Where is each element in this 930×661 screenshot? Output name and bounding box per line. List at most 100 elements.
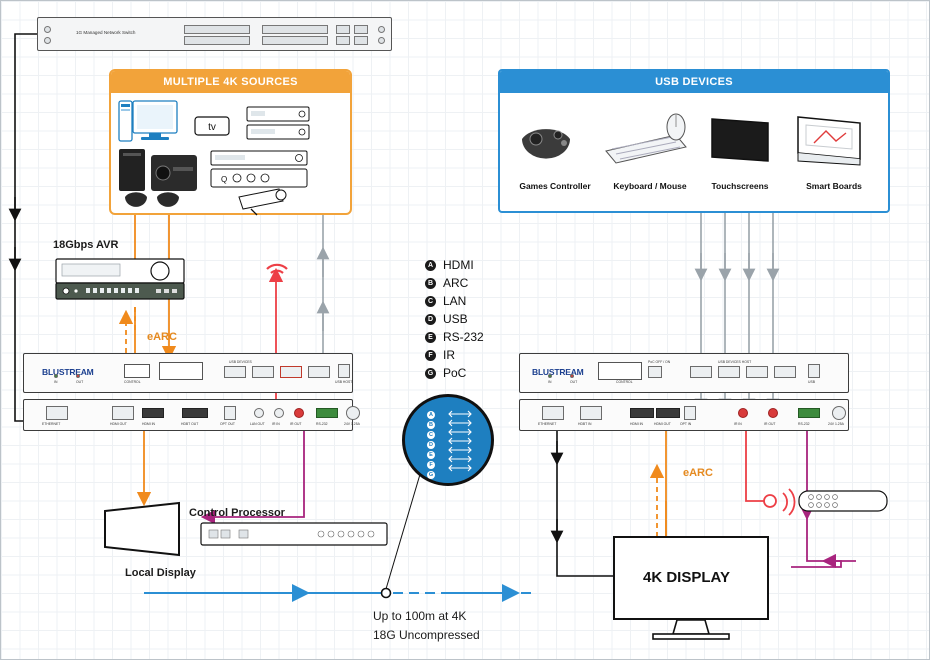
signal-hub: A B C D E F G	[402, 394, 494, 486]
legend-label-rs232: RS-232	[443, 330, 484, 344]
hub-key-d: D	[427, 440, 435, 449]
rx-led-out	[570, 374, 574, 378]
tx-unit-front[interactable]: BLUSTREAM IN OUT CONTROL USB DEVICES USB…	[23, 353, 353, 393]
rx-rear-irin-label: IR IN	[734, 422, 742, 426]
rx-rear-dc-label: 24V 1.25A	[828, 422, 844, 426]
legend-item-ir: F IR	[425, 346, 484, 364]
rx-usb-port-2[interactable]	[718, 366, 740, 378]
tx-rear-irin-port[interactable]	[274, 408, 284, 418]
tx-rear-rs232-port[interactable]	[316, 408, 338, 418]
tx-rear-lanout-label: LAN OUT	[250, 422, 265, 426]
legend-label-poc: PoC	[443, 366, 467, 380]
control-processor-device[interactable]	[200, 522, 391, 549]
tx-unit-rear[interactable]: ETHERNET HDMI OUT HDMI IN HDBT OUT OPT O…	[23, 399, 360, 431]
local-display-label: Local Display	[125, 567, 196, 579]
legend-label-arc: ARC	[443, 276, 469, 290]
display-4k-stand	[652, 619, 730, 640]
tx-control-block[interactable]	[124, 364, 150, 378]
rx-usb-port-3[interactable]	[746, 366, 768, 378]
tx-rear-hdbtout-port[interactable]	[182, 408, 208, 418]
tx-usb-port-1[interactable]	[224, 366, 246, 378]
rx-usb-port-1[interactable]	[690, 366, 712, 378]
rx-rear-ethernet-label: ETHERNET	[538, 422, 557, 426]
rx-dip-block[interactable]	[598, 362, 642, 380]
tx-rear-hdmiout-port[interactable]	[112, 406, 134, 420]
rx-usb-group-label: USB DEVICES HOST	[718, 360, 752, 364]
tx-led-out	[76, 374, 80, 378]
earc-label-right: eARC	[683, 467, 713, 479]
tx-usb-port-4[interactable]	[308, 366, 330, 378]
local-display-device	[104, 501, 180, 557]
svg-text:Q: Q	[221, 175, 227, 184]
tx-usb-host-port[interactable]	[338, 364, 350, 378]
tx-control-group-label: CONTROL	[124, 380, 141, 384]
rx-control-group-label: CONTROL	[616, 380, 633, 384]
rx-status-in: IN	[548, 380, 552, 384]
hub-key-g: G	[427, 470, 435, 479]
tx-rear-hdmiout-label: HDMI OUT	[110, 422, 127, 426]
rx-usb-device-port[interactable]	[808, 364, 820, 378]
rx-poc-switch-label: PoC OFF / ON	[648, 360, 671, 364]
hub-key-b: B	[427, 420, 435, 429]
rx-rear-rs232-port[interactable]	[798, 408, 820, 418]
rx-unit-rear[interactable]: ETHERNET HDBT IN HDMI IN HDMI OUT OPT IN…	[519, 399, 849, 431]
legend-key-b: B	[425, 277, 436, 289]
rx-rear-hdmiin-port[interactable]	[630, 408, 654, 418]
rx-rear-hdbtin-port[interactable]	[580, 406, 602, 420]
tx-led-in	[54, 374, 58, 378]
sources-icons: tv Q	[118, 100, 310, 216]
tx-rear-optout-port[interactable]	[224, 406, 236, 420]
legend-label-ir: IR	[443, 348, 455, 362]
tx-rear-irin-label: IR IN	[272, 422, 280, 426]
tx-status-out: OUT	[76, 380, 84, 384]
network-switch[interactable]: 1G Managed Network Switch	[37, 17, 392, 51]
tx-rear-hdmiin-port[interactable]	[142, 408, 164, 418]
tx-rear-ethernet-port[interactable]	[46, 406, 68, 420]
tx-usb-host-label: USB HOST	[335, 380, 353, 384]
tx-usb-port-3[interactable]	[280, 366, 302, 378]
rx-rear-optin-port[interactable]	[684, 406, 696, 420]
rx-rear-irout-port[interactable]	[768, 408, 778, 418]
legend-label-usb: USB	[443, 312, 468, 326]
legend-label-lan: LAN	[443, 294, 467, 308]
tx-rear-dc-port[interactable]	[346, 406, 360, 420]
tx-rear-lanout-port[interactable]	[254, 408, 264, 418]
rx-usb-port-4[interactable]	[774, 366, 796, 378]
earc-label-left: eARC	[147, 331, 177, 343]
rx-rear-hdmiout-port[interactable]	[656, 408, 680, 418]
rx-unit-front[interactable]: BLUSTREAM IN OUT PoC OFF / ON CONTROL US…	[519, 353, 849, 393]
rx-poc-switch[interactable]	[648, 366, 662, 378]
tx-logo: BLUSTREAM	[42, 367, 94, 377]
rx-rear-dc-port[interactable]	[832, 406, 846, 420]
tx-usb-port-2[interactable]	[252, 366, 274, 378]
network-switch-label: 1G Managed Network Switch	[76, 30, 136, 35]
usb-devices-panel: USB DEVICES Games Controller Keyboard / …	[498, 69, 890, 213]
legend-item-rs232: E RS-232	[425, 328, 484, 346]
device-label-smart-boards: Smart Boards	[806, 181, 862, 191]
tx-rear-irout-port[interactable]	[294, 408, 304, 418]
legend-key-e: E	[425, 331, 436, 343]
rx-rear-optin-label: OPT IN	[680, 422, 692, 426]
hub-key-c: C	[427, 430, 435, 439]
rx-rear-irin-port[interactable]	[738, 408, 748, 418]
tx-status-in: IN	[54, 380, 58, 384]
rx-rear-hdbtin-label: HDBT IN	[578, 422, 592, 426]
rx-rear-ethernet-port[interactable]	[542, 406, 564, 420]
ir-receiver-remote	[763, 488, 888, 516]
legend-key-f: F	[425, 349, 436, 361]
distance-line-2: 18G Uncompressed	[373, 628, 480, 642]
svg-text:tv: tv	[208, 122, 216, 133]
rx-status-out: OUT	[570, 380, 578, 384]
tx-rear-hdbtout-label: HDBT OUT	[181, 422, 199, 426]
legend-key-c: C	[425, 295, 436, 307]
sources-panel: MULTIPLE 4K SOURCES tv	[109, 69, 352, 216]
tx-dip-block[interactable]	[159, 362, 203, 380]
legend-label-hdmi: HDMI	[443, 258, 474, 272]
distance-line-1: Up to 100m at 4K	[373, 609, 467, 623]
display-4k-label: 4K DISPLAY	[643, 569, 730, 586]
sources-panel-title: MULTIPLE 4K SOURCES	[111, 71, 350, 93]
